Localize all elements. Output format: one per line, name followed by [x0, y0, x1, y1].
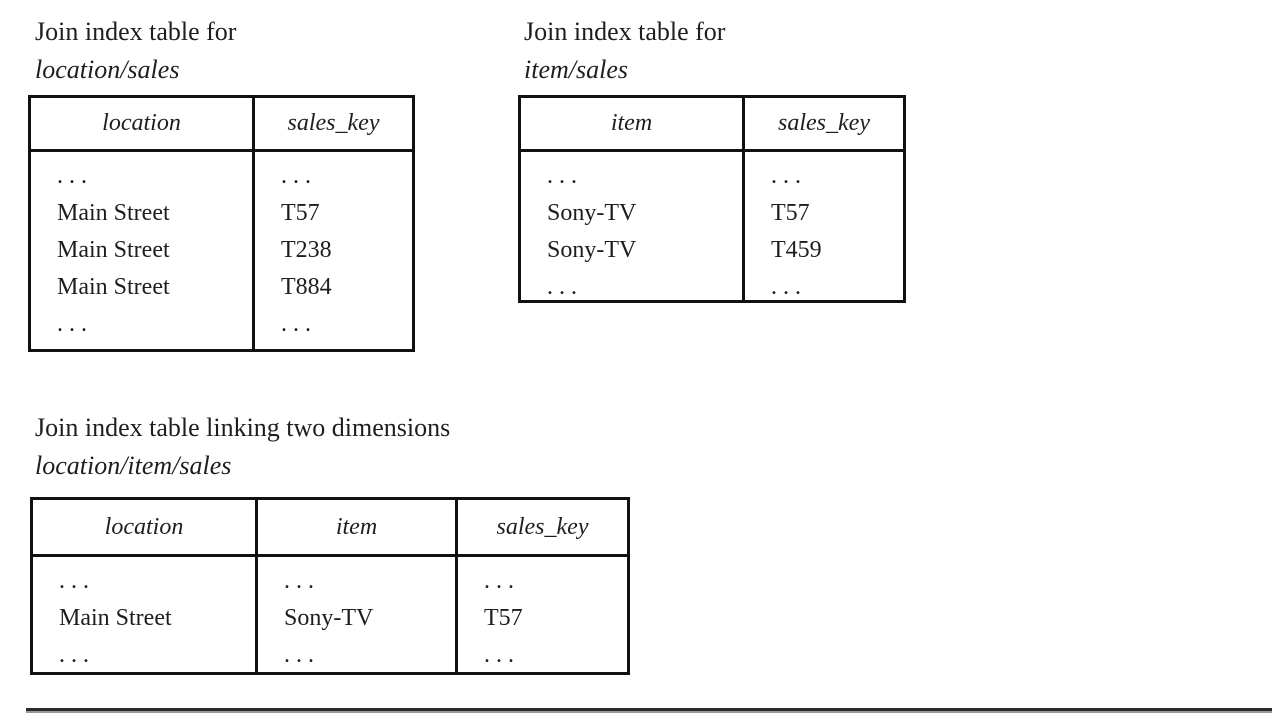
ellipsis-cell: . . . [284, 642, 314, 668]
header-cell-sales-key: sales_key [287, 110, 380, 136]
header-cell-item: item [521, 98, 745, 149]
table-cell: Main Street [59, 605, 172, 631]
header-cell-sales-key: sales_key [778, 110, 870, 136]
ellipsis-cell: . . . [59, 642, 89, 668]
table-header-row: location item sales_key [33, 500, 627, 557]
caption-location-sales: Join index table for location/sales [35, 13, 236, 89]
table-cell: Main Street [57, 200, 170, 226]
ellipsis-cell: . . . [57, 311, 87, 337]
table-cell: Main Street [57, 274, 170, 300]
table-cell: Sony-TV [547, 237, 637, 263]
ellipsis-cell: . . . [57, 163, 87, 189]
ellipsis-cell: . . . [59, 568, 89, 594]
table-column-location: . . . Main Street . . . [33, 557, 258, 672]
join-index-table-location-sales: location sales_key . . . Main Street Mai… [28, 95, 415, 352]
ellipsis-cell: . . . [771, 163, 801, 189]
join-index-table-item-sales: item sales_key . . . Sony-TV Sony-TV . .… [518, 95, 906, 303]
ellipsis-cell: . . . [771, 274, 801, 300]
table-header-row: item sales_key [521, 98, 903, 152]
ellipsis-cell: . . . [547, 274, 577, 300]
table-body: . . . Main Street Main Street Main Stree… [31, 152, 412, 349]
table-cell: Main Street [57, 237, 170, 263]
header-cell-location: location [33, 500, 258, 554]
ellipsis-cell: . . . [281, 311, 311, 337]
caption-dimensions: location/sales [35, 55, 180, 84]
caption-text: Join index table for [524, 17, 726, 46]
table-column-sales-key: . . . T57 . . . [458, 557, 627, 672]
ellipsis-cell: . . . [484, 642, 514, 668]
table-body: . . . Sony-TV Sony-TV . . . . . . T57 T4… [521, 152, 903, 300]
table-column-location: . . . Main Street Main Street Main Stree… [31, 152, 255, 349]
caption-text: Join index table linking two dimensions [35, 413, 451, 442]
ellipsis-cell: . . . [284, 568, 314, 594]
table-header-row: location sales_key [31, 98, 412, 152]
table-column-sales-key: . . . T57 T459 . . . [745, 152, 903, 300]
table-column-item: . . . Sony-TV Sony-TV . . . [521, 152, 745, 300]
caption-dimensions: item/sales [524, 55, 628, 84]
header-cell-location: location [31, 98, 255, 149]
table-cell: T238 [281, 237, 332, 263]
join-index-table-location-item-sales: location item sales_key . . . Main Stree… [30, 497, 630, 675]
table-cell: T57 [484, 605, 523, 631]
table-cell: T57 [281, 200, 320, 226]
table-cell: Sony-TV [284, 605, 374, 631]
table-cell: T57 [771, 200, 810, 226]
caption-item-sales: Join index table for item/sales [524, 13, 725, 89]
header-cell-item: item [258, 500, 458, 554]
table-column-sales-key: . . . T57 T238 T884 . . . [255, 152, 412, 349]
table-cell: Sony-TV [547, 200, 637, 226]
table-cell: T459 [771, 237, 822, 263]
ellipsis-cell: . . . [547, 163, 577, 189]
header-cell-sales-key: sales_key [496, 513, 589, 540]
bottom-divider-rule [26, 708, 1272, 713]
caption-text: Join index table for [35, 17, 237, 46]
ellipsis-cell: . . . [281, 163, 311, 189]
ellipsis-cell: . . . [484, 568, 514, 594]
table-body: . . . Main Street . . . . . . Sony-TV . … [33, 557, 627, 672]
caption-dimensions: location/item/sales [35, 451, 232, 480]
table-column-item: . . . Sony-TV . . . [258, 557, 458, 672]
table-cell: T884 [281, 274, 332, 300]
caption-location-item-sales: Join index table linking two dimensions … [35, 409, 450, 485]
